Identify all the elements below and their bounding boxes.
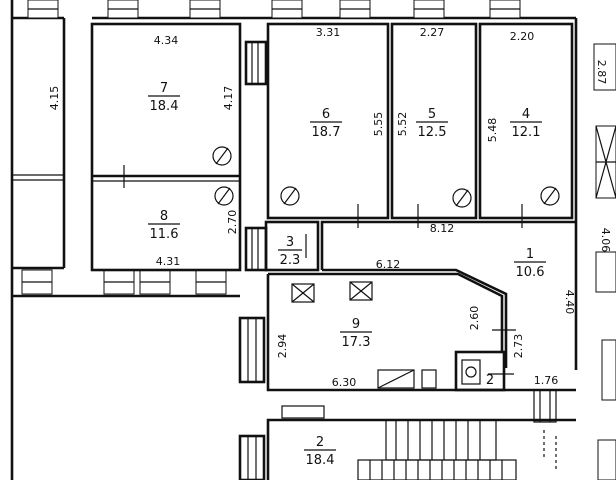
vent-symbols [212,146,560,208]
vent-icon [452,188,472,208]
vent-icon [540,186,560,206]
room-number: 3 [286,235,294,250]
room-number: 4 [522,107,530,122]
dimension-label: 4.06 [599,228,612,253]
dimension-label: 2.87 [595,60,608,85]
dimension-label: 2.60 [468,306,481,331]
dimension-label: 5.48 [486,118,499,143]
dimension-label: 2.73 [512,334,525,359]
room-area: 10.6 [516,265,545,280]
dimension-label: 2.20 [510,30,535,43]
left-structure [12,18,227,295]
dimension-label: 5.55 [372,112,385,137]
lower-left-wall [238,316,266,480]
dimension-label: 3.31 [316,26,341,39]
room-number: 5 [428,107,436,122]
room-3-walls [264,220,320,272]
room-7-8-walls [90,22,242,272]
vent-icon [214,186,234,206]
dimension-label: 4.15 [48,86,61,111]
room-area: 17.3 [342,335,371,350]
exterior-walls [10,0,576,480]
room-2-stair [266,389,576,480]
right-structure [574,18,616,480]
dimension-label: 8.12 [430,222,455,235]
vent-icon [212,146,232,166]
dimension-label: 2.70 [226,210,239,235]
dimension-label: 5.52 [396,112,409,137]
room-number: 7 [160,81,168,96]
dimension-label: 6.30 [332,376,357,389]
dimension-label: 4.40 [563,290,576,315]
room-6-5-4-walls [266,22,574,228]
room-number: 6 [322,107,330,122]
room-area: 18.4 [150,99,179,114]
room-area: 12.5 [418,125,447,140]
dimension-label: 2.27 [420,26,445,39]
room-number: 8 [160,209,168,224]
center-column [244,40,268,272]
dimension-label: 4.34 [154,34,179,47]
top-windows [27,0,521,19]
room-area: 18.7 [312,125,341,140]
room-labels: 7 18.4 8 11.6 6 18.7 5 12.5 4 12.1 3 2.3… [148,81,546,468]
room-1-walls [320,220,576,368]
room-number: 2 [316,435,324,450]
dimension-label: 4.31 [156,255,181,268]
dimension-label: 2 [486,373,494,388]
dimension-labels: 4.34 4.17 4.15 4.31 2.70 3.31 5.55 2.27 … [48,26,612,389]
room-area: 12.1 [512,125,541,140]
room-9-walls [266,272,576,392]
room-area: 11.6 [150,227,179,242]
dimension-label: 4.17 [222,86,235,111]
room-area: 18.4 [306,453,335,468]
room-area: 2.3 [280,253,301,268]
vent-icon [280,186,300,206]
dimension-label: 1.76 [534,374,559,387]
dimension-label: 6.12 [376,258,401,271]
room-number: 1 [526,247,534,262]
dimension-label: 2.94 [276,334,289,359]
room-number: 9 [352,317,360,332]
